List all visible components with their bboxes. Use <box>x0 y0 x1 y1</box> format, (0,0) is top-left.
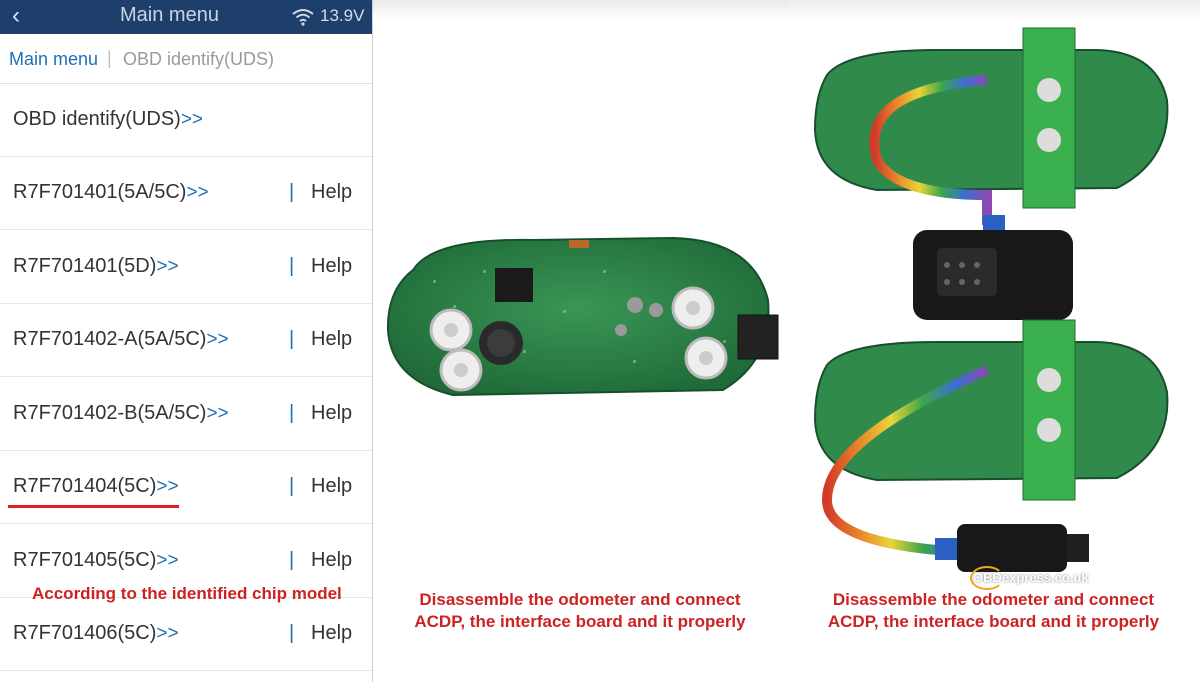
breadcrumb-separator: | <box>107 48 112 68</box>
row-separator: | <box>289 181 295 203</box>
photo-top-band <box>373 0 787 20</box>
caption-disassemble-line1: Disassemble the odometer and connect <box>832 590 1155 609</box>
menu-item-r7f701402-b[interactable]: R7F701402-B(5A/5C)>> | Help <box>0 378 372 451</box>
menu-item-label: R7F701402-B(5A/5C) <box>13 402 207 424</box>
title-bar: ‹ Main menu 13.9V <box>0 0 372 34</box>
breadcrumb-root[interactable]: Main menu <box>9 49 99 69</box>
odometer-photo-panel: Disassemble the odometer and connect ACD… <box>373 0 787 682</box>
chevron-double-right-icon: >> <box>156 256 179 277</box>
caption-disassemble-line1: Disassemble the odometer and connect <box>419 590 741 609</box>
chevron-double-right-icon: >> <box>186 182 209 203</box>
menu-item-r7f701402-a[interactable]: R7F701402-A(5A/5C)>> | Help <box>0 304 372 377</box>
help-link[interactable]: Help <box>311 255 353 277</box>
menu-item-r7f701401-5d[interactable]: R7F701401(5D)>> | Help <box>0 231 372 304</box>
chevron-double-right-icon: >> <box>156 623 179 644</box>
menu-item-r7f701401-5a5c[interactable]: R7F701401(5A/5C)>> | Help <box>0 157 372 230</box>
wifi-icon <box>292 9 314 26</box>
help-link[interactable]: Help <box>311 549 353 571</box>
menu-item-label: R7F701401(5A/5C) <box>13 181 187 203</box>
menu-item-r7f701405-5c[interactable]: R7F701405(5C)>> | Help <box>0 525 372 598</box>
phone-screen: ‹ Main menu 13.9V Main menu | OBD identi… <box>0 0 373 682</box>
caption-disassemble-line2: ACDP, the interface board and it properl… <box>414 612 746 631</box>
help-link[interactable]: Help <box>311 475 353 497</box>
chevron-double-right-icon: >> <box>156 476 179 497</box>
app-title: Main menu <box>120 4 219 26</box>
menu-item-r7f701406-5c[interactable]: R7F701406(5C)>> | Help <box>0 598 372 671</box>
menu-item-r7f701404-5c[interactable]: R7F701404(5C)>> | Help <box>0 451 372 524</box>
acdp-connection-panel: OBDexpress.co.uk Disassemble the odomete… <box>787 0 1200 682</box>
chevron-double-right-icon: >> <box>206 403 229 424</box>
watermark-logo-ring <box>970 566 1004 590</box>
row-separator: | <box>289 402 295 424</box>
photo-top-band <box>787 0 1200 20</box>
caption-disassemble-line2: ACDP, the interface board and it properl… <box>827 612 1160 631</box>
acdp-wiring-image <box>813 27 1169 572</box>
menu-item-label: R7F701405(5C) <box>13 549 157 571</box>
watermark-text: OBDexpress.co.uk <box>973 570 1089 585</box>
chevron-double-right-icon: >> <box>206 329 229 350</box>
menu-item-label: OBD identify(UDS) <box>13 108 181 130</box>
highlight-underline <box>8 505 179 508</box>
back-chevron-icon[interactable]: ‹ <box>12 2 20 29</box>
menu-item-label: R7F701401(5D) <box>13 255 157 277</box>
menu-item-obd-identify[interactable]: OBD identify(UDS)>> <box>0 84 372 157</box>
row-separator: | <box>289 549 295 571</box>
battery-voltage: 13.9V <box>320 6 365 25</box>
menu-item-label: R7F701404(5C) <box>13 475 157 497</box>
breadcrumb-current: OBD identify(UDS) <box>123 49 275 69</box>
odometer-pcb-image <box>386 236 779 397</box>
help-link[interactable]: Help <box>311 328 353 350</box>
help-link[interactable]: Help <box>311 181 353 203</box>
help-link[interactable]: Help <box>311 622 353 644</box>
row-separator: | <box>289 255 295 277</box>
menu-item-label: R7F701406(5C) <box>13 622 157 644</box>
breadcrumb: Main menu | OBD identify(UDS) <box>0 34 372 84</box>
menu-item-label: R7F701402-A(5A/5C) <box>13 328 207 350</box>
row-separator: | <box>289 622 295 644</box>
chevron-double-right-icon: >> <box>180 109 204 130</box>
row-separator: | <box>289 475 295 497</box>
row-separator: | <box>289 328 295 350</box>
help-link[interactable]: Help <box>311 402 353 424</box>
caption-chip-model: According to the identified chip model <box>32 584 342 603</box>
chevron-double-right-icon: >> <box>156 550 179 571</box>
